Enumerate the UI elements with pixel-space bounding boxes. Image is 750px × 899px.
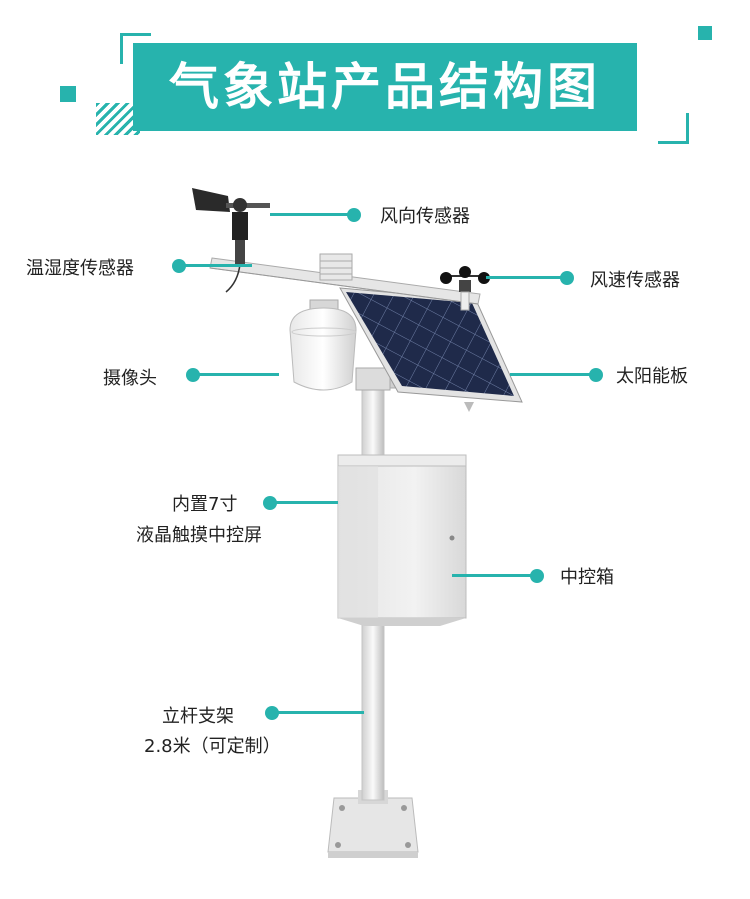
title-corner-top-left — [120, 33, 151, 64]
control-box-callout-line — [452, 574, 536, 577]
title-square-left — [60, 86, 76, 102]
pole-label-line1: 立杆支架 — [162, 706, 234, 727]
wind-speed-sensor-label: 风速传感器 — [590, 270, 680, 291]
solar-panel-callout-line — [510, 373, 596, 376]
control-box — [337, 454, 467, 626]
temp-humidity-callout-dot — [172, 259, 186, 273]
title-bar — [133, 43, 637, 131]
camera-callout-line — [193, 373, 279, 376]
camera-dome — [289, 299, 357, 391]
wind-direction-callout-line — [270, 213, 354, 216]
wind-direction-callout-dot — [347, 208, 361, 222]
title-corner-bottom-right — [658, 113, 689, 144]
temp-humidity-sensor-label: 温湿度传感器 — [26, 258, 134, 279]
screen-label-line2: 液晶触摸中控屏 — [136, 525, 262, 546]
wind-speed-callout-dot — [560, 271, 574, 285]
temp-humidity-callout-line — [180, 264, 252, 267]
solar-panel — [339, 287, 523, 412]
pole-callout-line — [272, 711, 364, 714]
control-box-callout-dot — [530, 569, 544, 583]
control-box-label: 中控箱 — [560, 567, 614, 588]
anemometer — [440, 266, 490, 311]
wind-direction-sensor-label: 风向传感器 — [380, 206, 470, 227]
wind-vane — [192, 188, 270, 293]
page-title: 气象站产品结构图 — [169, 58, 601, 116]
screen-callout-line — [270, 501, 338, 504]
radiation-shield — [319, 253, 353, 281]
title-square-right — [698, 26, 712, 40]
wind-speed-callout-line — [486, 276, 566, 279]
screen-label-line1: 内置7寸 — [172, 494, 238, 515]
camera-label: 摄像头 — [103, 368, 157, 389]
solar-panel-callout-dot — [589, 368, 603, 382]
pole-label-line2: 2.8米（可定制） — [144, 736, 281, 757]
title-hatch — [96, 103, 140, 135]
solar-panel-label: 太阳能板 — [616, 366, 688, 387]
